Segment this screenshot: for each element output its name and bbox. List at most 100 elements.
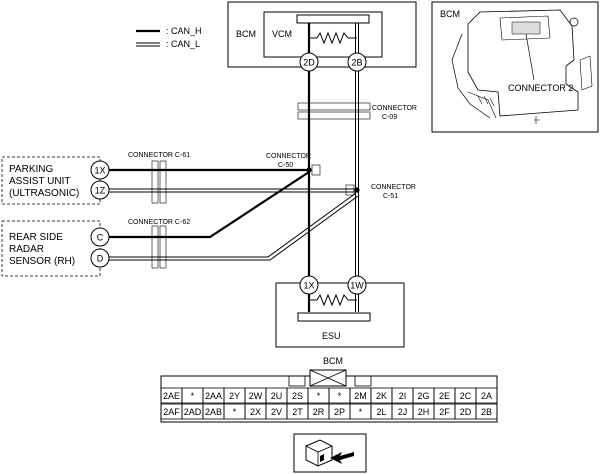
parking-assist-unit: PARKING ASSIST UNIT (ULTRASONIC)	[1, 156, 101, 205]
bcm-connector-cell-label: 2D	[460, 407, 472, 417]
bcm-connector-cell: 2F	[433, 403, 456, 420]
bcm-connector-cell-label: 2P	[334, 407, 345, 417]
bcm-pin-2b: 2B	[347, 52, 367, 72]
bcm-connector-cell: 2M	[349, 387, 372, 404]
bcm-connector-cell: 2AB	[202, 403, 225, 420]
bcm-connector-cell-label: *	[359, 407, 363, 417]
radar-line2: RADAR	[9, 244, 44, 255]
bcm-photo-inset: BCM CONNECTOR 2	[431, 1, 599, 133]
connector-c09-line1: CONNECTOR	[372, 105, 417, 112]
bcm-connector-cell: 2B	[475, 403, 498, 420]
radar-line1: REAR SIDE	[9, 232, 63, 243]
bcm-connector-cell-label: 2G	[417, 391, 429, 401]
bcm-connector-cell-label: *	[317, 391, 321, 401]
bcm-pin-2b-label: 2B	[351, 58, 362, 68]
harness-connector-icon	[293, 433, 367, 473]
bcm-pin-2d: 2D	[299, 52, 319, 72]
bcm-connector-cell: 2R	[307, 403, 330, 420]
bcm-connector-cell-label: 2B	[481, 407, 492, 417]
bcm-connector-cell-label: 2AE	[163, 391, 180, 401]
bcm-connector-cell-label: 2AA	[205, 391, 222, 401]
bcm-connector-cell: *	[328, 387, 351, 404]
parking-pin-1x: 1X	[90, 160, 110, 180]
radar-pin-d: D	[90, 248, 110, 268]
parking-pin-1x-label: 1X	[94, 166, 105, 176]
bcm-connector-cell-label: *	[338, 391, 342, 401]
bcm-connector-cell-label: 2R	[313, 407, 325, 417]
bcm-connector-cell-label: 2I	[399, 391, 407, 401]
bcm-connector-cell-label: 2AB	[205, 407, 222, 417]
radar-pin-d-label: D	[97, 254, 104, 264]
esu-pin-1w-label: 1W	[350, 281, 364, 291]
radar-pin-c-label: C	[97, 233, 104, 243]
bcm-connector-cell: 2C	[454, 387, 477, 404]
bcm-connector-cell-label: 2J	[398, 407, 408, 417]
bcm-connector-cell: 2AD	[181, 403, 204, 420]
splice-dot-can-l-upper	[354, 187, 360, 193]
vcm-label: VCM	[272, 29, 292, 39]
bcm-connector-cell: 2AE	[160, 387, 183, 404]
bcm-connector-cell: 2L	[370, 403, 393, 420]
bcm-pin-2d-label: 2D	[303, 58, 315, 68]
parking-unit-line2: ASSIST UNIT	[9, 176, 71, 187]
bcm-connector-cell: *	[307, 387, 330, 404]
bcm-connector-cell: 2J	[391, 403, 414, 420]
bcm-connector-cell: 2E	[433, 387, 456, 404]
photo-inset-title: BCM	[440, 9, 460, 19]
bcm-connector-cell: 2A	[475, 387, 498, 404]
parking-unit-line1: PARKING	[9, 164, 53, 175]
bcm-connector-cell: 2T	[286, 403, 309, 420]
bcm-connector-cell-label: 2S	[292, 391, 303, 401]
bcm-connector-cell-label: 2T	[292, 407, 303, 417]
bcm-connector-cell-label: 2K	[376, 391, 387, 401]
bcm-connector-cell: *	[349, 403, 372, 420]
radar-pin-c: C	[90, 227, 110, 247]
connector-c09: CONNECTOR C-09	[297, 102, 417, 121]
bcm-connector-cell-label: 2Y	[229, 391, 240, 401]
bcm-connector-cell-label: 2F	[439, 407, 450, 417]
bcm-connector-cell: 2D	[454, 403, 477, 420]
bcm-connector-cell-label: 2V	[271, 407, 282, 417]
bcm-connector-cell-label: *	[233, 407, 237, 417]
bcm-connector-cell-label: 2E	[439, 391, 450, 401]
bcm-module: BCM VCM	[227, 1, 417, 68]
parking-pin-1z: 1Z	[90, 180, 110, 200]
legend: : CAN_H : CAN_L	[136, 26, 202, 49]
bcm-connector-cell-label: 2W	[249, 391, 263, 401]
can-bus-wires	[307, 23, 359, 312]
rear-side-radar-sensor: REAR SIDE RADAR SENSOR (RH)	[1, 220, 101, 277]
radar-line3: SENSOR (RH)	[9, 256, 75, 267]
bcm-connector-cell-label: 2C	[460, 391, 472, 401]
bcm-connector-cell-label: 2H	[418, 407, 430, 417]
bcm-connector-cell: 2I	[391, 387, 414, 404]
esu-pin-1x-label: 1X	[303, 281, 314, 291]
bcm-connector-cell: 2V	[265, 403, 288, 420]
parking-pin-1z-label: 1Z	[95, 186, 106, 196]
esu-terminating-resistor	[316, 293, 349, 307]
bcm-connector-cell: 2U	[265, 387, 288, 404]
legend-can-h-label: : CAN_H	[166, 26, 202, 36]
bcm-connector-cell-label: 2X	[250, 407, 261, 417]
bcm-connector-cell-label: 2L	[376, 407, 386, 417]
esu-label: ESU	[322, 331, 341, 341]
bcm-connector-cell: 2X	[244, 403, 267, 420]
bcm-connector-cell-label: 2U	[271, 391, 283, 401]
bcm-connector-cell: 2K	[370, 387, 393, 404]
connector-c61: CONNECTOR C-61	[128, 152, 190, 204]
esu-pin-1x: 1X	[299, 275, 319, 295]
bcm-connector-cell: 2G	[412, 387, 435, 404]
connector-c50: CONNECTOR C-50	[266, 153, 321, 176]
bcm-terminating-resistor	[316, 31, 349, 45]
bcm-connector-cell-label: 2AD	[184, 407, 202, 417]
connector-c61-label: CONNECTOR C-61	[128, 152, 190, 159]
bcm-connector-cell: 2W	[244, 387, 267, 404]
legend-can-l-label: : CAN_L	[166, 39, 200, 49]
connector-c62: CONNECTOR C-62	[128, 219, 190, 269]
bcm-connector-cell: 2S	[286, 387, 309, 404]
bcm-connector-cell-label: 2M	[354, 391, 367, 401]
connector-c51: CONNECTOR C-51	[345, 184, 416, 200]
bcm-connector-title: BCM	[323, 356, 343, 366]
